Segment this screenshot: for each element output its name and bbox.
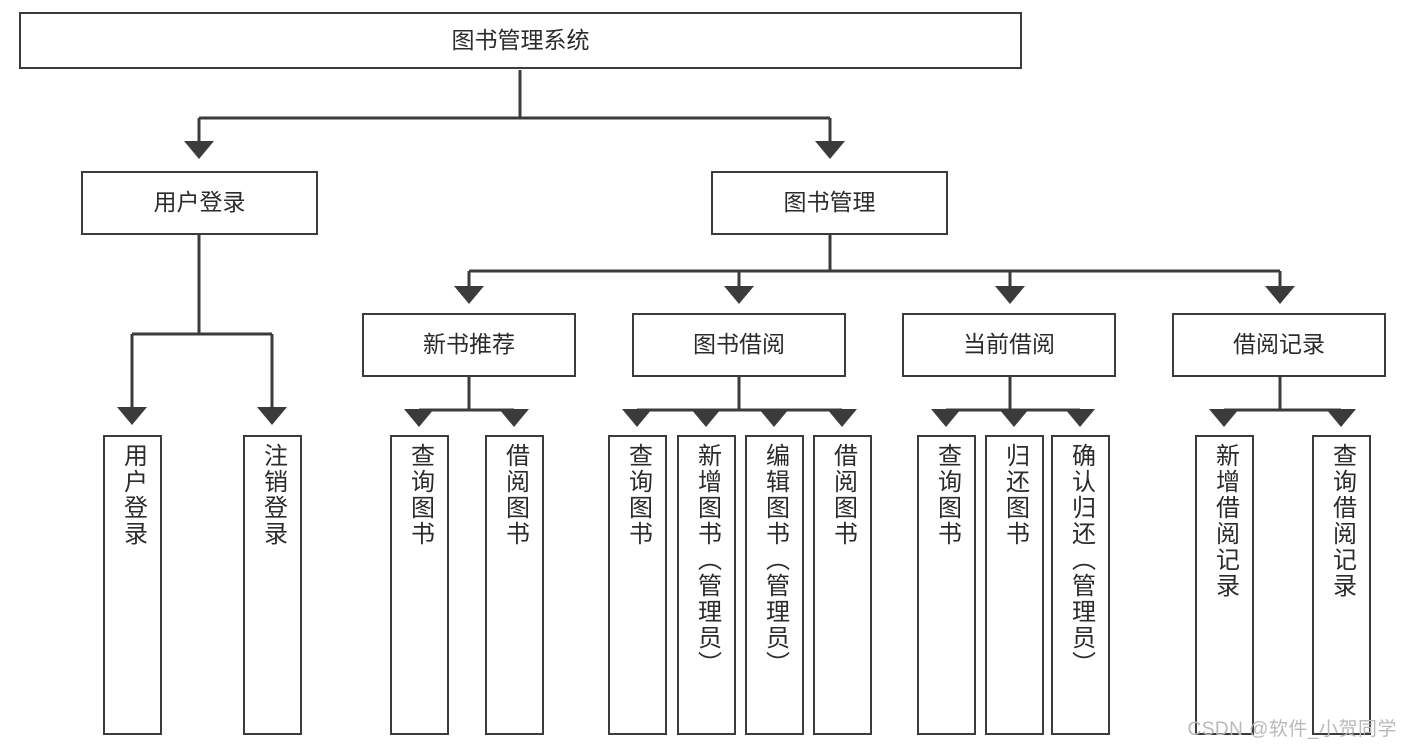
node-root-label: 图书管理系统 <box>451 26 590 53</box>
node-leaf-add-record[interactable]: 新增借阅记录 <box>1195 435 1254 735</box>
node-leaf-query-book-1-label: 查询图书 <box>406 443 434 547</box>
node-current-borrow[interactable]: 当前借阅 <box>902 313 1116 377</box>
node-book-borrow-label: 图书借阅 <box>693 331 785 358</box>
node-leaf-add-book[interactable]: 新增图书（管理员） <box>677 435 736 735</box>
node-leaf-borrow-book-2[interactable]: 借阅图书 <box>813 435 872 735</box>
node-leaf-logout[interactable]: 注销登录 <box>243 435 302 735</box>
node-leaf-edit-book-label: 编辑图书（管理员） <box>761 443 789 677</box>
node-leaf-query-book-1[interactable]: 查询图书 <box>390 435 449 735</box>
node-user-login[interactable]: 用户登录 <box>81 171 318 235</box>
node-root[interactable]: 图书管理系统 <box>19 12 1022 69</box>
node-book-borrow[interactable]: 图书借阅 <box>632 313 846 377</box>
node-leaf-query-record[interactable]: 查询借阅记录 <box>1312 435 1371 735</box>
node-new-book-recommend-label: 新书推荐 <box>423 331 515 358</box>
node-borrow-record[interactable]: 借阅记录 <box>1172 313 1386 377</box>
node-borrow-record-label: 借阅记录 <box>1233 331 1325 358</box>
node-current-borrow-label: 当前借阅 <box>963 331 1055 358</box>
node-book-management[interactable]: 图书管理 <box>711 171 948 235</box>
node-leaf-edit-book[interactable]: 编辑图书（管理员） <box>745 435 804 735</box>
node-leaf-query-book-2-label: 查询图书 <box>624 443 652 547</box>
node-leaf-borrow-book-1-label: 借阅图书 <box>501 443 529 547</box>
node-leaf-add-book-label: 新增图书（管理员） <box>693 443 721 677</box>
node-leaf-borrow-book-2-label: 借阅图书 <box>829 443 857 547</box>
node-leaf-query-book-2[interactable]: 查询图书 <box>608 435 667 735</box>
node-leaf-borrow-book-1[interactable]: 借阅图书 <box>485 435 544 735</box>
node-leaf-user-login[interactable]: 用户登录 <box>103 435 162 735</box>
node-leaf-return-book[interactable]: 归还图书 <box>985 435 1044 735</box>
node-leaf-query-record-label: 查询借阅记录 <box>1328 443 1356 599</box>
node-leaf-query-book-3[interactable]: 查询图书 <box>917 435 976 735</box>
node-leaf-return-book-label: 归还图书 <box>1001 443 1029 547</box>
node-leaf-logout-label: 注销登录 <box>259 443 287 547</box>
node-book-management-label: 图书管理 <box>783 189 876 216</box>
node-leaf-add-record-label: 新增借阅记录 <box>1211 443 1239 599</box>
node-user-login-label: 用户登录 <box>153 189 246 216</box>
node-leaf-user-login-label: 用户登录 <box>119 443 147 547</box>
node-new-book-recommend[interactable]: 新书推荐 <box>362 313 576 377</box>
node-leaf-confirm-return[interactable]: 确认归还（管理员） <box>1051 435 1110 735</box>
node-leaf-confirm-return-label: 确认归还（管理员） <box>1067 443 1095 677</box>
csdn-watermark: CSDN @软件_小贺同学 <box>1187 719 1397 740</box>
node-leaf-query-book-3-label: 查询图书 <box>933 443 961 547</box>
